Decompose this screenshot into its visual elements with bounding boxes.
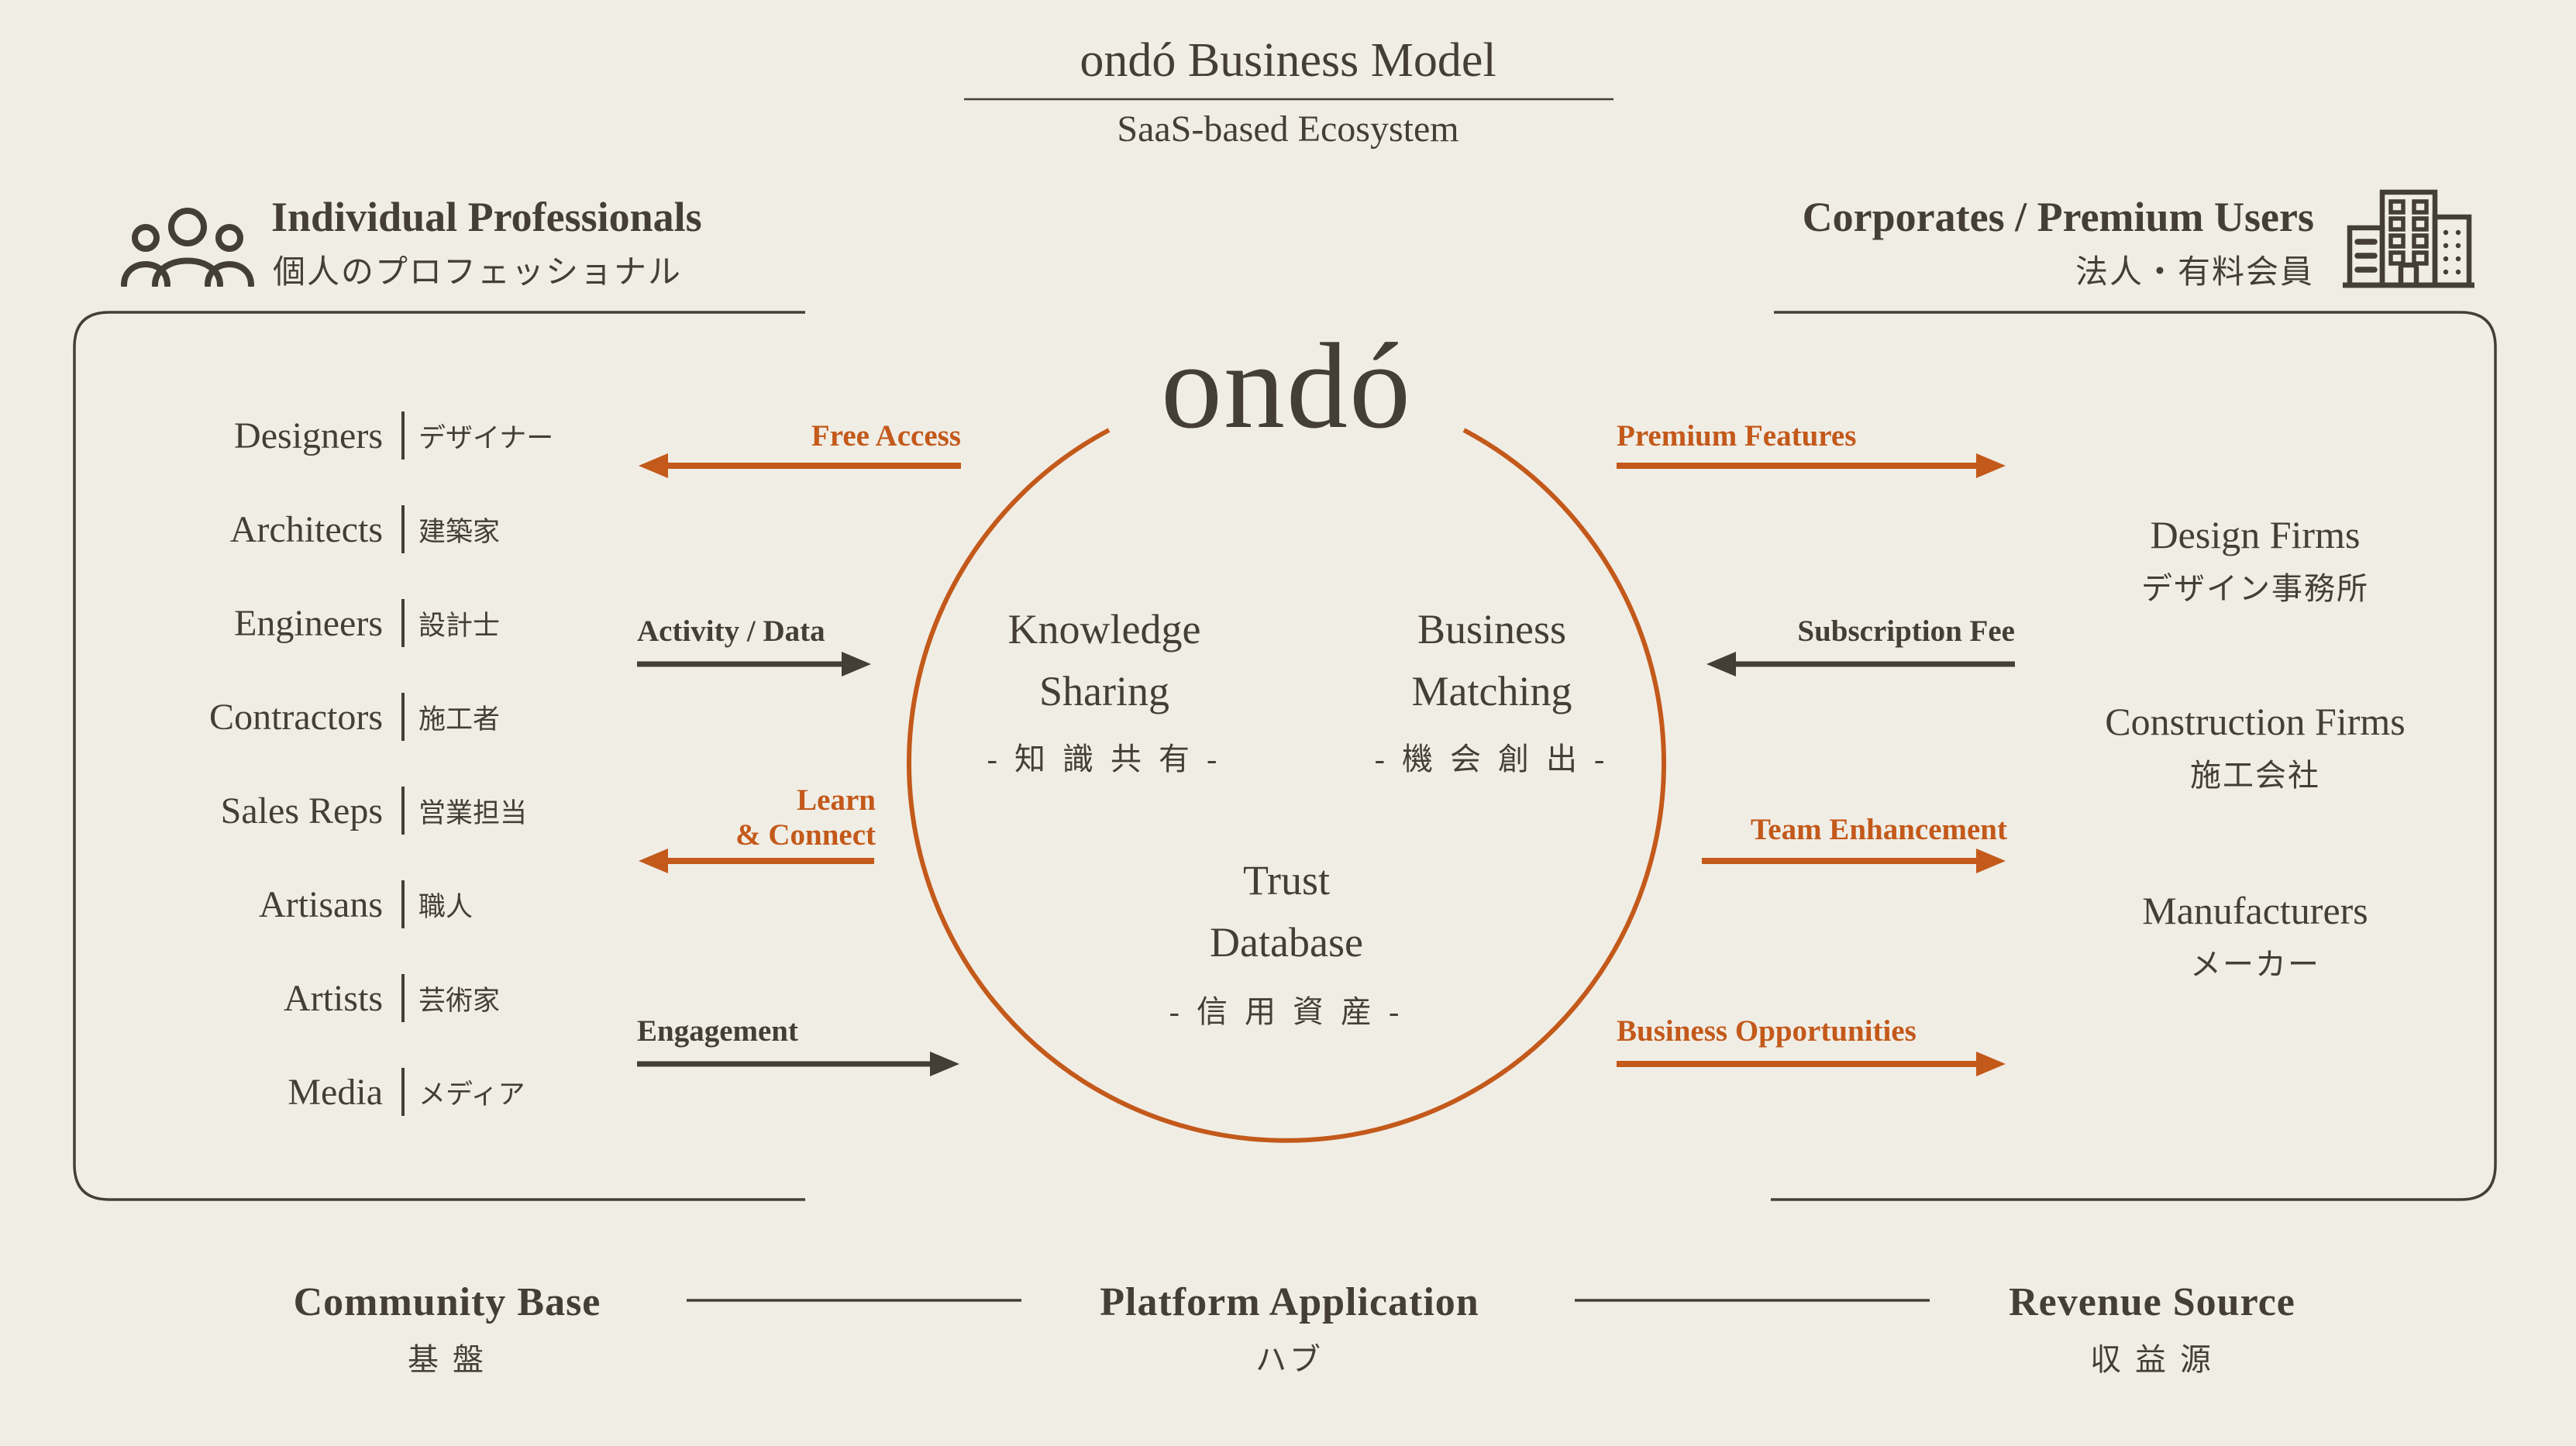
member-jp: 設計士 bbox=[418, 610, 501, 641]
firm-manufacturers: Manufacturers メーカー bbox=[1984, 881, 2526, 986]
feature-knowledge-sharing-jp: - 知 識 共 有 - bbox=[987, 742, 1222, 776]
firm-en: Manufacturers bbox=[2142, 889, 2368, 932]
firm-jp: 施工会社 bbox=[2190, 758, 2320, 793]
firm-jp: デザイン事務所 bbox=[2141, 571, 2369, 606]
left-group-heading: Individual Professionals bbox=[271, 194, 702, 240]
member-jp: 営業担当 bbox=[418, 797, 528, 828]
member-row: Contractors 施工者 bbox=[108, 680, 651, 754]
business-opportunities-label: Business Opportunities bbox=[1617, 1014, 1917, 1048]
feature-business-matching-jp: - 機 会 創 出 - bbox=[1374, 742, 1610, 776]
member-divider bbox=[401, 787, 405, 835]
member-jp: デザイナー bbox=[418, 422, 554, 453]
member-en: Architects bbox=[229, 508, 383, 550]
subscription-fee-label: Subscription Fee bbox=[1797, 615, 2015, 648]
member-divider bbox=[401, 693, 405, 741]
member-en: Sales Reps bbox=[220, 790, 383, 831]
member-row: Sales Reps 営業担当 bbox=[108, 773, 651, 848]
page-title: ondó Business Model bbox=[1080, 34, 1496, 87]
member-divider bbox=[401, 974, 405, 1022]
member-jp: メディア bbox=[418, 1079, 525, 1110]
footer-revenue-source: Revenue Source 収 益 源 bbox=[1920, 1279, 2385, 1381]
member-jp: 職人 bbox=[418, 891, 474, 922]
premium-features-label: Premium Features bbox=[1617, 419, 1857, 453]
feature-business-matching: Business Matching bbox=[1411, 606, 1572, 714]
member-en: Designers bbox=[234, 415, 383, 456]
firm-en: Construction Firms bbox=[2105, 700, 2406, 743]
member-row: Designers デザイナー bbox=[108, 398, 651, 473]
footer-platform-application: Platform Application ハブ bbox=[1057, 1279, 1522, 1381]
member-divider bbox=[401, 411, 405, 460]
learn-connect-label: Learn & Connect bbox=[735, 783, 876, 852]
left-group-heading-jp: 個人のプロフェッショナル bbox=[273, 255, 683, 291]
firm-construction: Construction Firms 施工会社 bbox=[1984, 692, 2526, 797]
right-group-heading-jp: 法人・有料会員 bbox=[2075, 255, 2314, 291]
member-en: Artisans bbox=[259, 883, 383, 925]
left-panel-border bbox=[73, 311, 805, 1201]
activity-data-label: Activity / Data bbox=[637, 615, 825, 648]
member-jp: 芸術家 bbox=[418, 985, 501, 1016]
member-divider bbox=[401, 1068, 405, 1116]
right-group-heading: Corporates / Premium Users bbox=[1802, 194, 2314, 240]
member-en: Contractors bbox=[209, 696, 383, 738]
firm-design: Design Firms デザイン事務所 bbox=[1984, 505, 2526, 611]
member-row: Engineers 設計士 bbox=[108, 586, 651, 660]
member-divider bbox=[401, 880, 405, 928]
platform-circle bbox=[907, 428, 1666, 1143]
footer-jp: ハブ bbox=[1255, 1342, 1324, 1377]
footer-en: Community Base bbox=[293, 1280, 601, 1324]
member-row: Artisans 職人 bbox=[108, 867, 651, 942]
buildings-icon bbox=[2343, 189, 2474, 288]
footer-jp: 基 盤 bbox=[408, 1342, 487, 1377]
member-divider bbox=[401, 599, 405, 647]
page-subtitle: SaaS-based Ecosystem bbox=[1117, 108, 1459, 150]
member-en: Artists bbox=[283, 977, 383, 1019]
member-row: Artists 芸術家 bbox=[108, 961, 651, 1035]
member-divider bbox=[401, 505, 405, 553]
team-enhancement-label: Team Enhancement bbox=[1750, 813, 2007, 846]
firm-en: Design Firms bbox=[2150, 513, 2361, 556]
platform-logo: ondó bbox=[1161, 318, 1412, 454]
people-icon bbox=[121, 208, 254, 287]
footer-en: Platform Application bbox=[1100, 1280, 1479, 1324]
member-row: Media メディア bbox=[108, 1055, 651, 1129]
free-access-label: Free Access bbox=[811, 419, 961, 453]
member-en: Media bbox=[288, 1071, 383, 1113]
feature-trust-database: Trust Database bbox=[1210, 857, 1363, 966]
firm-jp: メーカー bbox=[2190, 947, 2320, 982]
feature-knowledge-sharing: Knowledge Sharing bbox=[1007, 606, 1201, 714]
member-en: Engineers bbox=[234, 602, 383, 644]
member-jp: 施工者 bbox=[418, 704, 501, 735]
feature-trust-database-jp: - 信 用 資 産 - bbox=[1169, 994, 1404, 1029]
right-panel-border bbox=[1771, 311, 2497, 1201]
footer-community-base: Community Base 基 盤 bbox=[215, 1279, 680, 1381]
footer-en: Revenue Source bbox=[2009, 1280, 2295, 1324]
member-row: Architects 建築家 bbox=[108, 492, 651, 566]
footer-jp: 収 益 源 bbox=[2090, 1342, 2214, 1377]
engagement-label: Engagement bbox=[637, 1014, 798, 1048]
member-jp: 建築家 bbox=[418, 516, 501, 547]
